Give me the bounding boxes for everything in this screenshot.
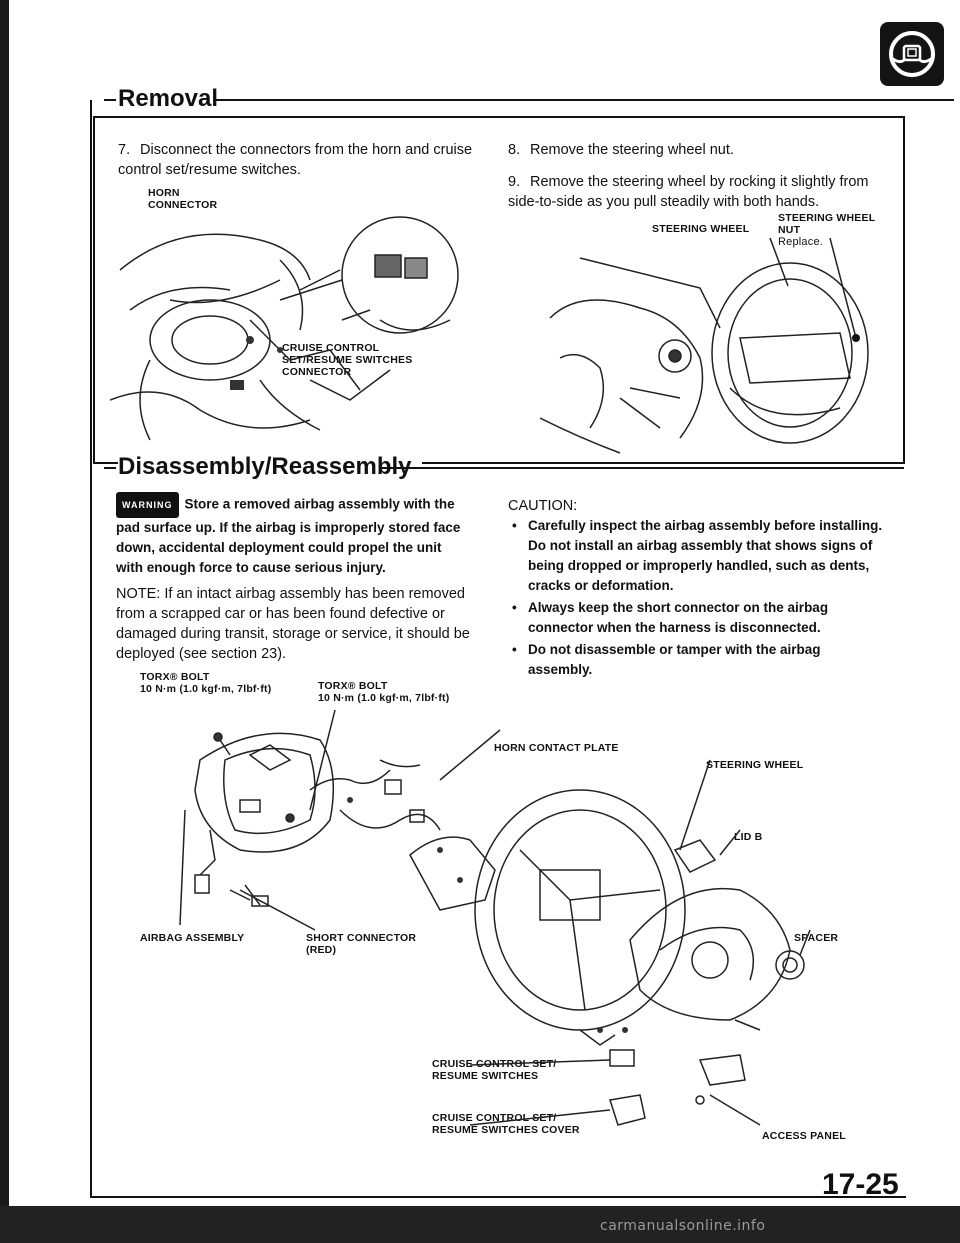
step-8: 8. Remove the steering wheel nut.	[508, 140, 888, 160]
binding-edge	[0, 0, 9, 1243]
cruise-connector-label: CRUISE CONTROL SET/RESUME SWITCHES CONNE…	[282, 342, 413, 378]
step-8-number: 8.	[508, 142, 521, 158]
horn-connector-label: HORN CONNECTOR	[148, 187, 218, 211]
step-9: 9.Remove the steering wheel by rocking i…	[508, 172, 888, 212]
removal-title: Removal	[118, 85, 229, 113]
connector-illustration	[110, 216, 459, 441]
cruise-cover-label: CRUISE CONTROL SET/ RESUME SWITCHES COVE…	[432, 1112, 580, 1136]
step-8-text: Remove the steering wheel nut.	[530, 142, 734, 158]
step-9-text: Remove the steering wheel by rocking it …	[508, 174, 869, 210]
footer-watermark[interactable]: carmanualsonline.info	[600, 1218, 766, 1234]
steering-wheel-label-removal: STEERING WHEEL	[652, 223, 750, 235]
warning-text: Store a removed airbag assembly with the…	[116, 496, 461, 575]
caution-item: Do not disassemble or tamper with the ai…	[508, 640, 888, 680]
steering-wheel-removal-illustration	[540, 238, 869, 454]
airbag-assembly-label: AIRBAG ASSEMBLY	[140, 932, 245, 944]
step-7: 7.Disconnect the connectors from the hor…	[118, 140, 478, 180]
steering-wheel-label: STEERING WHEEL	[706, 759, 804, 771]
steering-wheel-nut-label: STEERING WHEEL NUT Replace.	[778, 212, 876, 248]
access-panel-label: ACCESS PANEL	[762, 1130, 846, 1142]
caution-title: CAUTION:	[508, 498, 578, 514]
replace-note: Replace.	[778, 236, 824, 248]
page-number: 17-25	[822, 1168, 899, 1201]
lid-b-label: LID B	[734, 831, 763, 843]
torx-bolt-right-label: TORX® BOLT 10 N·m (1.0 kgf·m, 7lbf·ft)	[318, 680, 450, 704]
exploded-view-illustration	[179, 709, 811, 1126]
step-9-number: 9.	[508, 174, 521, 190]
warning-badge: WARNING	[116, 492, 179, 518]
caution-item: Always keep the short connector on the a…	[508, 598, 888, 638]
removal-rule-right	[214, 99, 954, 101]
short-connector-label: SHORT CONNECTOR (RED)	[306, 932, 417, 956]
horn-contact-plate-label: HORN CONTACT PLATE	[494, 742, 619, 754]
step-7-text: Disconnect the connectors from the horn …	[118, 142, 473, 178]
footer-band	[0, 1206, 960, 1243]
caution-item: Carefully inspect the airbag assembly be…	[508, 516, 888, 596]
steering-section-icon	[880, 22, 944, 86]
removal-rule-left	[104, 99, 116, 101]
deploy-note: NOTE: If an intact airbag assembly has b…	[116, 586, 470, 662]
page-frame	[90, 100, 906, 1198]
step-7-number: 7.	[118, 142, 131, 158]
disassembly-rule-left	[104, 467, 116, 469]
removal-box	[93, 116, 905, 464]
disassembly-rule-right	[380, 467, 904, 469]
disassembly-title: Disassembly/Reassembly	[118, 453, 422, 481]
caution-block: CAUTION: Carefully inspect the airbag as…	[508, 496, 888, 682]
torx-bolt-left-label: TORX® BOLT 10 N·m (1.0 kgf·m, 7lbf·ft)	[140, 671, 272, 695]
